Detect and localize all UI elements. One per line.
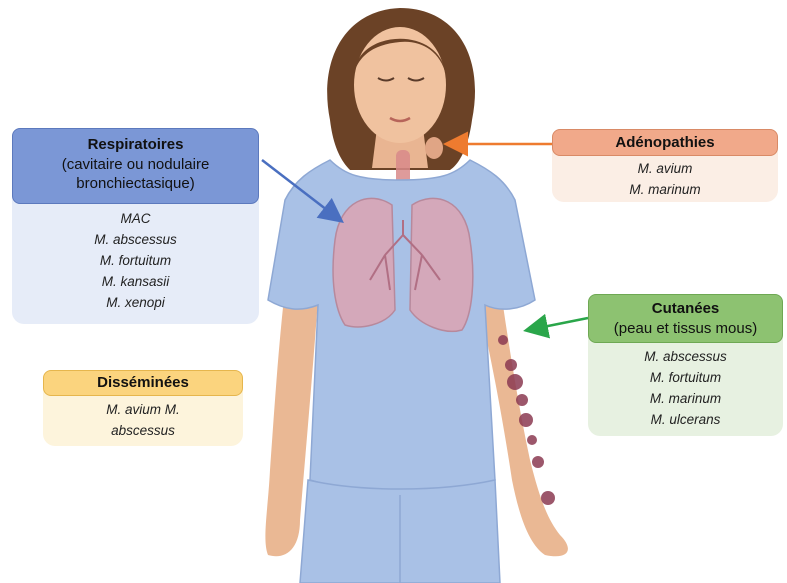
respiratory-title: Respiratoires — [13, 134, 258, 155]
cutaneous-list: M. abscessus M. fortuitum M. marinum M. … — [588, 346, 783, 430]
list-item: M. avium — [552, 158, 778, 179]
cutaneous-subtitle: (peau et tissus mous) — [589, 319, 782, 338]
respiratory-subtitle-line2: bronchiectasique) — [13, 174, 258, 193]
respiratory-header: Respiratoires (cavitaire ou nodulaire br… — [12, 128, 259, 204]
list-item: M. xenopi — [12, 292, 259, 313]
list-item: M. ulcerans — [588, 409, 783, 430]
disseminated-list: M. avium M. abscessus — [60, 399, 226, 441]
list-item: M. abscessus — [12, 229, 259, 250]
respiratory-subtitle-line1: (cavitaire ou nodulaire — [13, 155, 258, 174]
list-item: MAC — [12, 208, 259, 229]
list-item: M. fortuitum — [12, 250, 259, 271]
face — [354, 27, 446, 143]
adenopathies-list: M. avium M. marinum — [552, 158, 778, 200]
list-item: M. marinum — [552, 179, 778, 200]
list-item: abscessus — [60, 420, 226, 441]
list-item: M. marinum — [588, 388, 783, 409]
cutaneous-title: Cutanées — [589, 298, 782, 319]
list-item: M. avium M. — [60, 399, 226, 420]
adenopathies-header: Adénopathies — [552, 129, 778, 156]
respiratory-list: MAC M. abscessus M. fortuitum M. kansasi… — [12, 208, 259, 313]
list-item: M. fortuitum — [588, 367, 783, 388]
cutaneous-arrow — [528, 318, 588, 330]
adenopathies-title: Adénopathies — [553, 130, 777, 155]
list-item: M. abscessus — [588, 346, 783, 367]
disseminated-header: Disséminées — [43, 370, 243, 396]
lymph-node — [425, 137, 443, 159]
disseminated-title: Disséminées — [44, 371, 242, 395]
list-item: M. kansasii — [12, 271, 259, 292]
cutaneous-header: Cutanées (peau et tissus mous) — [588, 294, 783, 343]
